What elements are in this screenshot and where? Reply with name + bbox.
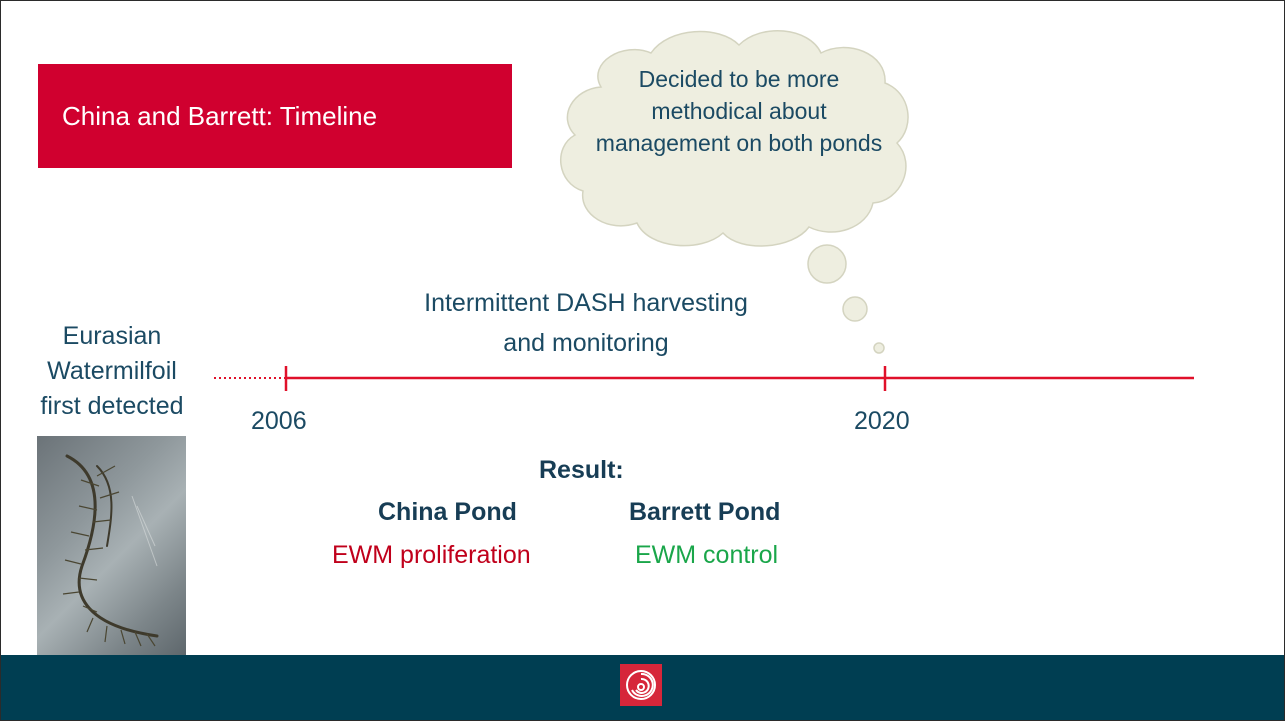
detected-label-line: Watermilfoil [47, 357, 177, 385]
watermilfoil-photo [37, 436, 186, 655]
activity-label-line: and monitoring [503, 329, 669, 357]
year-2020: 2020 [854, 407, 910, 435]
china-pond-label: China Pond [378, 498, 517, 526]
year-2006: 2006 [251, 407, 307, 435]
china-pond-result: EWM proliferation [332, 541, 531, 569]
activity-label-line: Intermittent DASH harvesting [424, 289, 748, 317]
detected-label-line: first detected [40, 392, 184, 420]
detected-label-line: Eurasian [62, 322, 162, 350]
title-bar: China and Barrett: Timeline [38, 64, 512, 168]
result-heading: Result: [539, 456, 624, 484]
barrett-pond-result: EWM control [635, 541, 779, 569]
spiral-logo-icon [620, 664, 662, 706]
barrett-pond-label: Barrett Pond [629, 498, 781, 526]
slide-title: China and Barrett: Timeline [62, 100, 378, 131]
thought-bubble-text: Decided to be more methodical about mana… [595, 66, 883, 156]
activity-label: Intermittent DASH harvesting and monitor… [391, 283, 781, 363]
detected-label: Eurasian Watermilfoil first detected [19, 319, 205, 424]
